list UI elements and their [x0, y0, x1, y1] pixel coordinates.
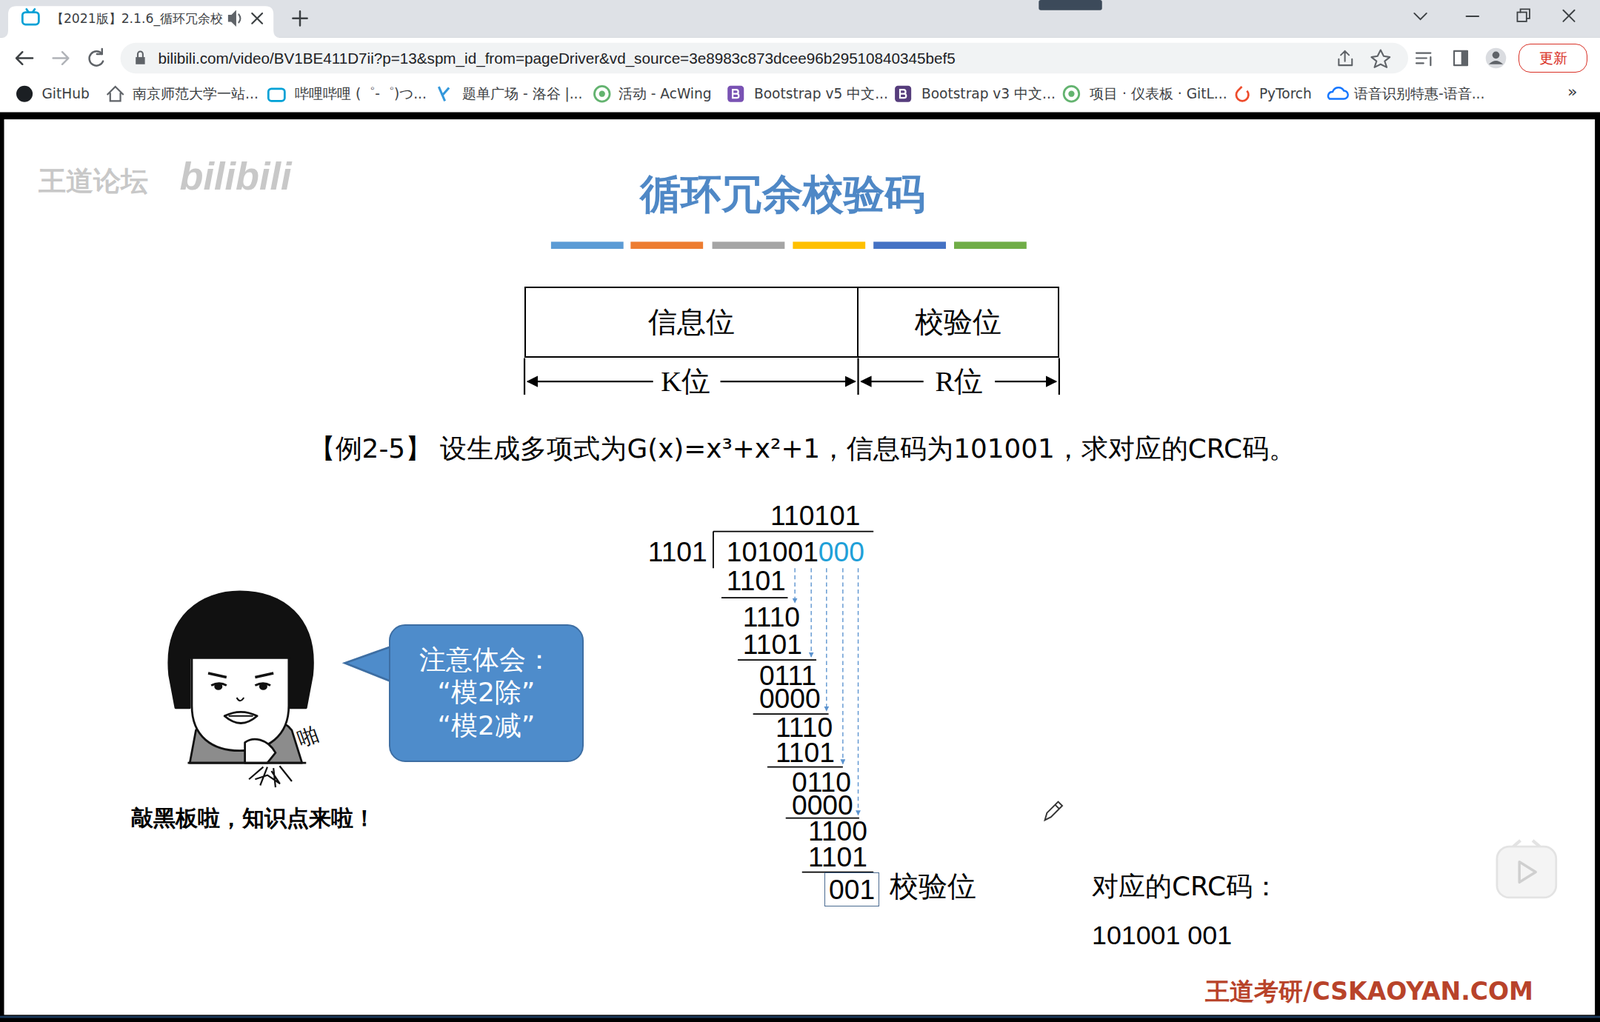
bookmark: 语音识别特惠-语音... [1354, 85, 1485, 103]
bookmark: Bootstrap v3 中文... [921, 85, 1056, 103]
bookmark-icons [16, 85, 1349, 103]
dimension-label: K位 [660, 364, 711, 399]
bookmark: 哔哩哔哩 (゜-゜)つ... [294, 85, 427, 103]
check-bits-cell: 校验位 [858, 286, 1060, 358]
watermark: 王道论坛 [38, 163, 149, 198]
appended-zeros: 000 [818, 535, 865, 569]
active-tab [2, 5, 280, 38]
division-row: 1110 [742, 600, 800, 635]
check-bits-cell-text: 校验位 [914, 306, 1002, 338]
info-bits-cell-text: 信息位 [648, 306, 735, 338]
bookmark: 题单广场 - 洛谷 |... [462, 85, 583, 103]
division-row: 1101 [775, 736, 835, 770]
check-bits-note: 校验位 [889, 869, 977, 904]
division-row: 1101 [742, 628, 803, 662]
top-gadget [1038, 0, 1102, 11]
bookmark: 南京师范大学一站... [132, 85, 259, 103]
toolbar [0, 37, 1600, 113]
update-button-text: 更新 [1539, 50, 1568, 66]
watermark: bilibili [179, 153, 292, 200]
tab-icons [22, 8, 1575, 26]
division-row: 0000 [759, 682, 821, 716]
info-bits-cell: 信息位 [524, 286, 858, 358]
dimension-label: R位 [935, 364, 984, 399]
speech-bubble-text: 注意体会： “模2除” “模2减” [414, 643, 558, 743]
bookmark: 项目 · 仪表板 · GitL... [1089, 85, 1227, 103]
cartoon-figure [168, 591, 314, 788]
tab-strip [0, 0, 1600, 38]
meme-caption: 敲黑板啦，知识点来啦！ [131, 804, 376, 832]
sound-effect: 啪 [294, 721, 323, 752]
color-bars [551, 241, 1027, 249]
bookmark: GitHub [41, 85, 89, 103]
update-button: 更新 [1518, 43, 1589, 73]
address-bar [120, 42, 1409, 74]
divisor: 1101 [648, 535, 708, 569]
bubble-tail [345, 646, 392, 682]
result-heading: 对应的CRC码： [1091, 870, 1280, 903]
bookmark: 活动 - AcWing [618, 85, 712, 103]
bookmark-overflow: » [1567, 82, 1578, 102]
division-row: 1101 [808, 840, 868, 875]
bookmark: Bootstrap v5 中文... [754, 85, 889, 103]
slide-title: 循环冗余校验码 [640, 169, 926, 219]
progress-line [0, 1016, 1600, 1019]
crc-result: 101001 001 [1091, 919, 1232, 952]
division-lines [713, 531, 874, 873]
toolbar-icons [16, 48, 1575, 69]
example-question: 【例2-5】 设生成多项式为G(x)=x³+x²+1，信息码为101001，求对… [308, 433, 1296, 466]
pencil-icon [1045, 802, 1063, 821]
tab-title: 【2021版】2.1.6_循环冗余校 [51, 10, 223, 26]
brand-footer: 王道考研/CSKAOYAN.COM [1205, 977, 1534, 1007]
play-button [1497, 840, 1557, 898]
bookmark: PyTorch [1259, 85, 1312, 103]
speech-bubble: 注意体会： “模2除” “模2减” [388, 624, 584, 763]
remainder-box: 001 [824, 872, 880, 908]
remainder-box-text: 001 [828, 874, 875, 906]
quotient: 110101 [770, 498, 860, 532]
division-row: 1101 [726, 563, 786, 598]
url-text: bilibili.com/video/BV1BE411D7ii?p=13&spm… [158, 48, 956, 68]
slide-ground [4, 119, 1596, 1015]
dividend: 101001 [726, 535, 819, 569]
